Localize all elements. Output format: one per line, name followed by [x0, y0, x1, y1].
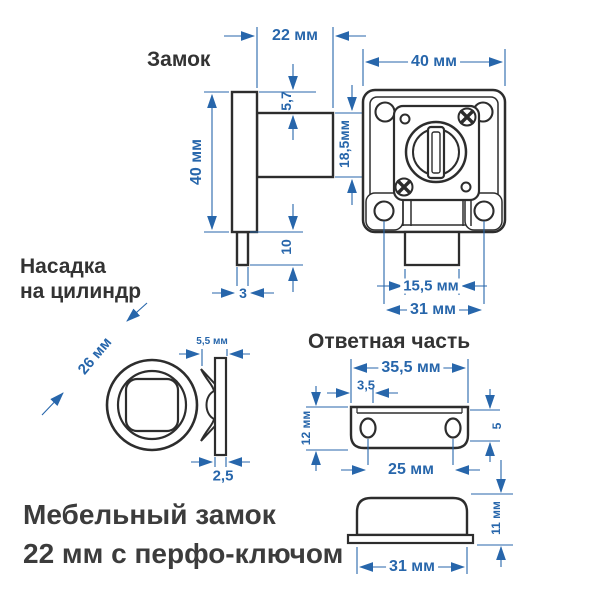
strike-base-profile: [346, 533, 475, 545]
strike-hole-right: [444, 417, 462, 439]
strike-plate-side-view-drawing: [346, 496, 475, 545]
product-caption-line2: 22 мм с перфо-ключом: [23, 538, 344, 569]
dim-strike-height: 12 мм: [299, 410, 313, 446]
mount-hole-bottom-left: [373, 200, 395, 222]
mount-hole-bottom-right: [473, 200, 495, 222]
adapter-spring-profile: [200, 368, 216, 442]
cylinder-adapter-dimensions: [41, 302, 250, 467]
dim-hole-spacing: 31 мм: [407, 302, 459, 318]
face-hole-top-left: [399, 113, 411, 125]
adapter-section-title-line2: на цилиндр: [20, 280, 142, 303]
dim-strike-hole-height: 5: [490, 422, 504, 430]
dim-top-offset: 5,7: [278, 91, 294, 111]
cylinder-adapter-drawing: [105, 356, 228, 457]
lock-front-view-drawing: [361, 88, 507, 267]
dim-strike-side-height: 11 мм: [489, 501, 503, 535]
keyhole-slot-inner: [431, 131, 441, 174]
strike-hole-left: [359, 417, 377, 439]
strike-section-title: Ответная часть: [308, 330, 471, 353]
lock-plate-profile: [230, 90, 259, 234]
strike-plate-outline: [349, 405, 470, 450]
strike-dome-profile: [355, 496, 469, 537]
adapter-section-title-line1: Насадка: [20, 255, 106, 278]
dim-bolt-width: 15,5 мм: [400, 278, 462, 294]
dim-plate-height: 40 мм: [188, 139, 205, 185]
lock-body-profile: [255, 111, 335, 179]
adapter-flange-profile: [213, 356, 228, 457]
dim-body-height: 18,5мм: [336, 120, 352, 168]
dim-washer-depth: 5,5 мм: [196, 336, 228, 347]
lock-side-view-dimensions: [204, 27, 366, 299]
dim-plate-thickness: 3: [236, 286, 250, 300]
adapter-square-socket: [124, 377, 180, 433]
strike-plate-top-view-drawing: [349, 405, 470, 450]
dim-strike-hole-spacing: 25 мм: [385, 462, 437, 478]
dim-body-width: 22 мм: [272, 27, 318, 44]
face-hole-bottom-right: [460, 181, 472, 193]
phillips-screw-bottom-left: [394, 177, 414, 197]
lock-bolt-front: [403, 230, 461, 267]
mount-hole-top-left: [374, 101, 396, 123]
dim-flange-thickness: 2,5: [212, 467, 234, 485]
dim-strike-hole-offset: 3,5: [356, 377, 376, 393]
dim-strike-side-width: 31 мм: [386, 559, 438, 575]
lock-section-title: Замок: [147, 48, 211, 71]
product-caption-line1: Мебельный замок: [23, 499, 276, 530]
phillips-screw-top-right: [457, 107, 477, 127]
dim-bolt-travel: 10: [278, 239, 294, 255]
dim-strike-width: 35,5 мм: [378, 360, 444, 376]
dim-front-width: 40 мм: [408, 54, 460, 70]
lock-bolt-profile: [235, 230, 250, 267]
